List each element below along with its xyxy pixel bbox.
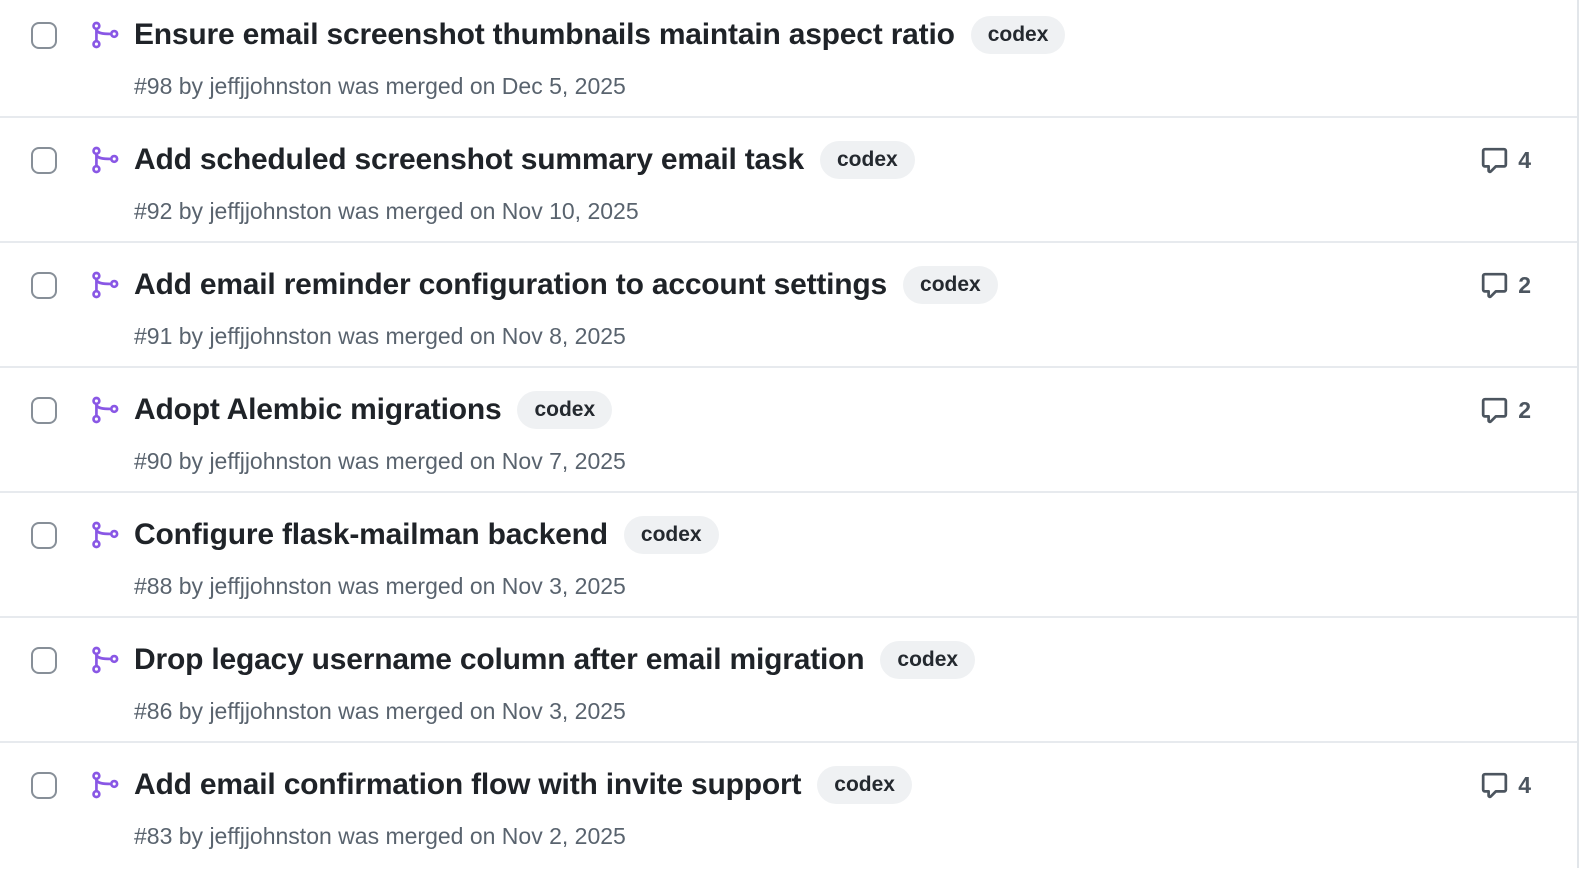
comment-count-link[interactable]: 4 bbox=[1480, 140, 1531, 180]
comment-count: 4 bbox=[1518, 771, 1531, 798]
pr-row-content: Add email confirmation flow with invite … bbox=[134, 765, 912, 850]
label-badge[interactable]: codex bbox=[517, 391, 613, 429]
comment-count-link[interactable]: 2 bbox=[1480, 265, 1531, 305]
label-badge[interactable]: codex bbox=[903, 266, 998, 304]
pr-meta-text: #86 by jeffjjohnston was merged on Nov 3… bbox=[134, 698, 626, 724]
git-merge-icon bbox=[90, 20, 120, 50]
pr-title-link[interactable]: Adopt Alembic migrations bbox=[134, 393, 502, 426]
pr-meta-text: #91 by jeffjjohnston was merged on Nov 8… bbox=[134, 323, 626, 349]
pr-title-link[interactable]: Add email reminder configuration to acco… bbox=[134, 268, 888, 301]
pr-row-content: Configure flask-mailman backend codex #8… bbox=[134, 515, 719, 600]
pr-row: Configure flask-mailman backend codex #8… bbox=[0, 493, 1577, 618]
pr-title-line: Configure flask-mailman backend codex bbox=[134, 515, 719, 555]
pr-row: Ensure email screenshot thumbnails maint… bbox=[0, 0, 1577, 118]
comment-count: 2 bbox=[1518, 396, 1531, 423]
comment-bubble-icon bbox=[1480, 396, 1509, 425]
pr-title-line: Add email reminder configuration to acco… bbox=[134, 265, 998, 305]
comment-count: 4 bbox=[1518, 146, 1531, 173]
row-select-checkbox[interactable] bbox=[31, 772, 57, 799]
pr-title-link[interactable]: Configure flask-mailman backend bbox=[134, 518, 608, 551]
pr-title-link[interactable]: Add email confirmation flow with invite … bbox=[134, 768, 802, 801]
pr-title-line: Adopt Alembic migrations codex bbox=[134, 390, 626, 430]
git-merge-icon bbox=[90, 645, 120, 675]
pr-title-link[interactable]: Drop legacy username column after email … bbox=[134, 643, 865, 676]
git-merge-icon bbox=[90, 270, 120, 300]
pr-meta-text: #90 by jeffjjohnston was merged on Nov 7… bbox=[134, 448, 626, 474]
comment-count: 2 bbox=[1518, 271, 1531, 298]
git-merge-icon bbox=[90, 145, 120, 175]
comment-count-link[interactable]: 4 bbox=[1480, 765, 1531, 805]
comment-count-link[interactable]: 2 bbox=[1480, 390, 1531, 430]
pr-row: Add scheduled screenshot summary email t… bbox=[0, 118, 1577, 243]
pr-row-content: Adopt Alembic migrations codex #90 by je… bbox=[134, 390, 626, 475]
pr-row: Add email reminder configuration to acco… bbox=[0, 243, 1577, 368]
pr-meta-text: #83 by jeffjjohnston was merged on Nov 2… bbox=[134, 823, 626, 849]
git-merge-icon bbox=[90, 395, 120, 425]
pr-row: Drop legacy username column after email … bbox=[0, 618, 1577, 743]
git-merge-icon bbox=[90, 770, 120, 800]
comment-bubble-icon bbox=[1480, 271, 1509, 300]
row-select-checkbox[interactable] bbox=[31, 522, 57, 549]
pr-row-content: Ensure email screenshot thumbnails maint… bbox=[134, 15, 1066, 100]
pr-title-line: Add scheduled screenshot summary email t… bbox=[134, 140, 915, 180]
row-select-checkbox[interactable] bbox=[31, 147, 57, 174]
pr-title-line: Add email confirmation flow with invite … bbox=[134, 765, 912, 805]
label-badge[interactable]: codex bbox=[817, 766, 912, 804]
label-badge[interactable]: codex bbox=[820, 141, 915, 179]
row-select-checkbox[interactable] bbox=[31, 397, 57, 424]
pr-meta-text: #88 by jeffjjohnston was merged on Nov 3… bbox=[134, 573, 626, 599]
git-merge-icon bbox=[90, 520, 120, 550]
comment-bubble-icon bbox=[1480, 771, 1509, 800]
label-badge[interactable]: codex bbox=[970, 16, 1066, 54]
pr-title-line: Ensure email screenshot thumbnails maint… bbox=[134, 15, 1066, 55]
pr-row-content: Drop legacy username column after email … bbox=[134, 640, 976, 725]
row-select-checkbox[interactable] bbox=[31, 647, 57, 674]
pr-title-line: Drop legacy username column after email … bbox=[134, 640, 976, 680]
pr-row-content: Add email reminder configuration to acco… bbox=[134, 265, 998, 350]
label-badge[interactable]: codex bbox=[880, 641, 976, 679]
pr-meta-text: #98 by jeffjjohnston was merged on Dec 5… bbox=[134, 73, 626, 99]
pr-meta-text: #92 by jeffjjohnston was merged on Nov 1… bbox=[134, 198, 639, 224]
row-select-checkbox[interactable] bbox=[31, 22, 57, 49]
pr-title-link[interactable]: Add scheduled screenshot summary email t… bbox=[134, 143, 804, 176]
pr-row: Add email confirmation flow with invite … bbox=[0, 743, 1577, 868]
pr-row: Adopt Alembic migrations codex #90 by je… bbox=[0, 368, 1577, 493]
label-badge[interactable]: codex bbox=[623, 516, 719, 554]
pr-row-content: Add scheduled screenshot summary email t… bbox=[134, 140, 915, 225]
pr-title-link[interactable]: Ensure email screenshot thumbnails maint… bbox=[134, 18, 955, 51]
comment-bubble-icon bbox=[1480, 146, 1509, 175]
row-select-checkbox[interactable] bbox=[31, 272, 57, 299]
